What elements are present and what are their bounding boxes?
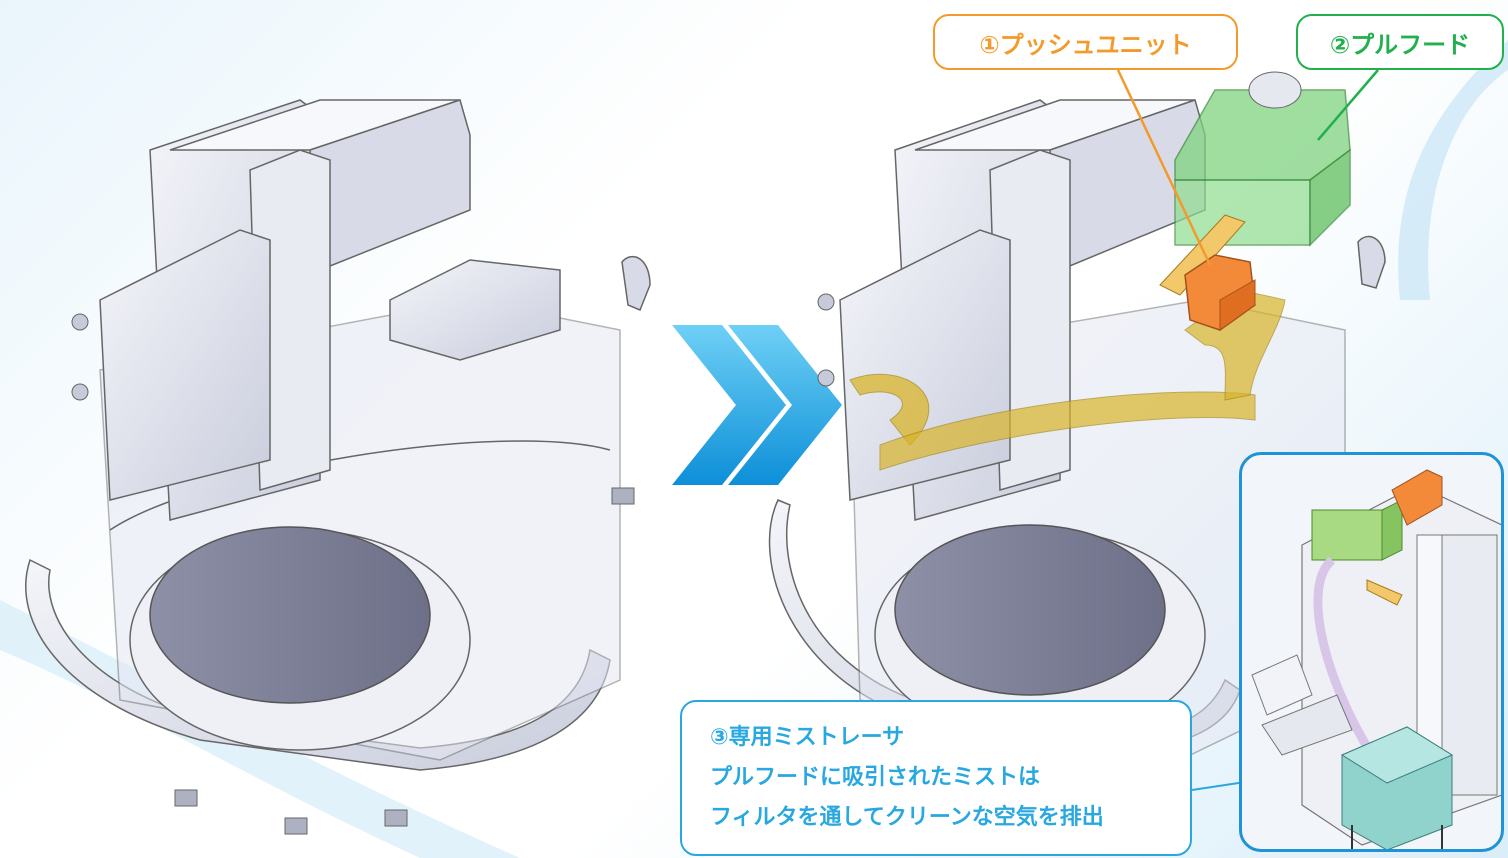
- machine-before: [25, 99, 651, 835]
- push-unit-part: [1159, 214, 1256, 331]
- pull-hood-part: [1174, 71, 1351, 247]
- pull-hood-leader: [1317, 69, 1379, 141]
- push-unit-callout: ①プッシュユニット: [933, 14, 1238, 70]
- mist-trap-title: ③専用ミストレーサ: [710, 725, 905, 750]
- mist-trap-description-line-1: プルフードに吸引されたミストは: [710, 765, 1041, 790]
- inset-illustration: [1251, 469, 1501, 849]
- machine-after: [768, 71, 1386, 761]
- mist-trap-callout: ③専用ミストレーサ プルフードに吸引されたミストは フィルタを通してクリーンな空…: [680, 700, 1192, 856]
- double-chevron-right-icon: [672, 325, 842, 485]
- push-unit-leader: [1116, 69, 1212, 266]
- pull-hood-callout: ②プルフード: [1296, 14, 1504, 70]
- pull-hood-label: ②プルフード: [1329, 30, 1471, 59]
- mist-trap-detail-inset: [1239, 452, 1504, 852]
- mist-trap-description-line-2: フィルタを通してクリーンな空気を排出: [710, 805, 1104, 830]
- push-unit-label: ①プッシュユニット: [979, 30, 1192, 59]
